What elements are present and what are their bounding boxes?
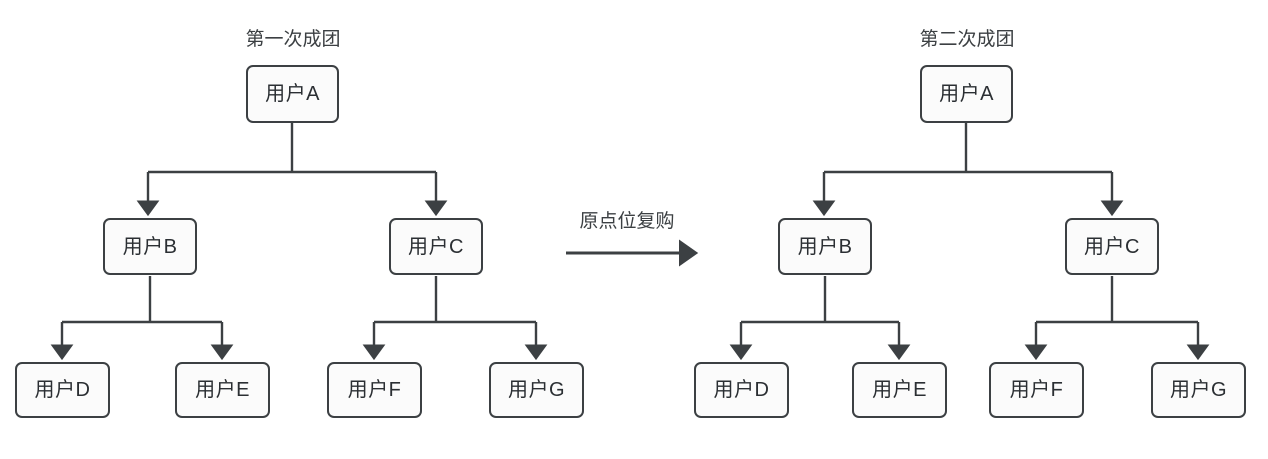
left-node-b[interactable]: 用户B [103,218,197,275]
right-node-g-label: 用户G [1169,379,1228,401]
left-node-c-label: 用户C [408,235,464,258]
transition-label: 原点位复购 [579,211,675,232]
right-node-c-label: 用户C [1084,235,1140,258]
right-node-f-label: 用户F [1009,379,1064,401]
right-node-f[interactable]: 用户F [989,362,1084,418]
left-node-a-label: 用户A [265,83,320,105]
right-node-a-label: 用户A [939,83,994,105]
right-node-b[interactable]: 用户B [778,218,872,275]
right-node-b-label: 用户B [797,235,853,258]
left-node-d[interactable]: 用户D [15,362,110,418]
right-tree-title: 第二次成团 [919,29,1015,50]
right-node-e-label: 用户E [872,379,927,401]
left-node-a[interactable]: 用户A [246,65,339,123]
right-node-g[interactable]: 用户G [1151,362,1246,418]
left-node-f-label: 用户F [347,379,402,401]
left-node-b-label: 用户B [122,235,178,258]
left-node-g-label: 用户G [507,379,566,401]
left-node-e[interactable]: 用户E [175,362,270,418]
right-node-d[interactable]: 用户D [694,362,789,418]
left-node-f[interactable]: 用户F [327,362,422,418]
left-node-d-label: 用户D [34,379,91,401]
left-tree-title: 第一次成团 [245,29,341,50]
left-node-g[interactable]: 用户G [489,362,584,418]
right-node-e[interactable]: 用户E [852,362,947,418]
left-node-e-label: 用户E [195,379,250,401]
left-node-c[interactable]: 用户C [389,218,483,275]
right-node-a[interactable]: 用户A [920,65,1013,123]
right-node-d-label: 用户D [713,379,770,401]
right-node-c[interactable]: 用户C [1065,218,1159,275]
